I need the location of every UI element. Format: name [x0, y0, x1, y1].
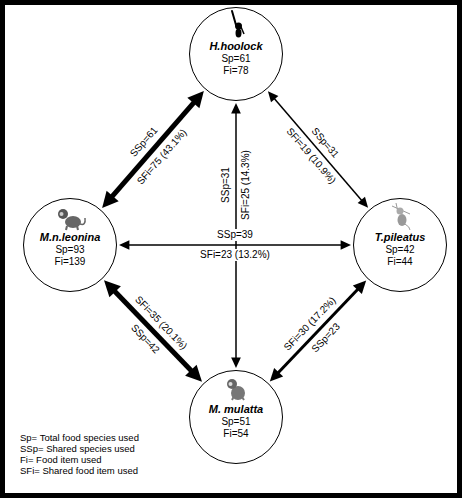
- arrow-line: [278, 289, 358, 373]
- arrow-head: [231, 103, 241, 113]
- species-name: T.pileatus: [354, 231, 446, 244]
- species-text: M.n.leoninaSp=93Fi=139: [24, 231, 116, 268]
- key-line: Fi= Food item used: [20, 454, 102, 465]
- species-name: M.n.leonina: [24, 231, 116, 244]
- arrow-head: [185, 365, 202, 382]
- species-circle: H.hoolockSp=61Fi=78: [189, 7, 283, 101]
- rhesus-icon: [227, 379, 245, 400]
- species-circle: T.pileatusSp=42Fi=44: [353, 198, 447, 292]
- arrow-head: [231, 358, 241, 368]
- shared-use-arrow: [270, 280, 366, 381]
- species-count: Fi=139: [24, 256, 116, 268]
- shared-food-label: SFi=25 (14.3%): [240, 149, 252, 221]
- species-name: M. mulatta: [190, 403, 282, 416]
- arrow-head: [270, 368, 283, 382]
- arrow-head: [104, 280, 121, 297]
- arrow-line: [128, 244, 341, 246]
- species-count: Fi=44: [354, 256, 446, 268]
- arrow-head: [187, 91, 204, 108]
- species-text: H.hoolockSp=61Fi=78: [190, 40, 282, 77]
- species-circle: M. mulattaSp=51Fi=54: [189, 370, 283, 464]
- arrow-head: [268, 91, 278, 102]
- arrow-line: [112, 102, 194, 196]
- shared-use-arrow: [268, 91, 368, 208]
- shared-species-label: SSp=31: [220, 166, 232, 204]
- shared-use-arrow: [104, 280, 202, 381]
- arrow-head: [119, 240, 129, 250]
- arrow-head: [102, 191, 119, 208]
- species-name: H.hoolock: [190, 40, 282, 53]
- arrow-head: [353, 280, 366, 294]
- species-count: Sp=61: [190, 53, 282, 65]
- key-line: SFi= Shared food item used: [20, 465, 138, 476]
- gibbon-icon: [232, 11, 244, 38]
- key-line: SSp= Shared species used: [20, 443, 135, 454]
- species-count: Sp=42: [354, 244, 446, 256]
- langur-icon: [392, 203, 410, 230]
- arrow-line: [274, 98, 362, 200]
- shared-species-label: SSp=39: [216, 229, 254, 241]
- key-line: Sp= Total food species used: [20, 432, 139, 443]
- species-count: Sp=51: [190, 416, 282, 428]
- species-circle: M.n.leoninaSp=93Fi=139: [23, 198, 117, 292]
- arrow-head: [358, 197, 368, 208]
- species-text: M. mulattaSp=51Fi=54: [190, 403, 282, 440]
- species-count: Fi=54: [190, 428, 282, 440]
- arrow-line: [114, 291, 191, 371]
- macaque-icon: [58, 209, 85, 230]
- species-count: Fi=78: [190, 65, 282, 77]
- species-text: T.pileatusSp=42Fi=44: [354, 231, 446, 268]
- arrow-head: [341, 240, 351, 250]
- species-count: Sp=93: [24, 244, 116, 256]
- shared-use-arrow: [102, 91, 204, 208]
- shared-food-label: SFi=23 (13.2%): [199, 249, 271, 261]
